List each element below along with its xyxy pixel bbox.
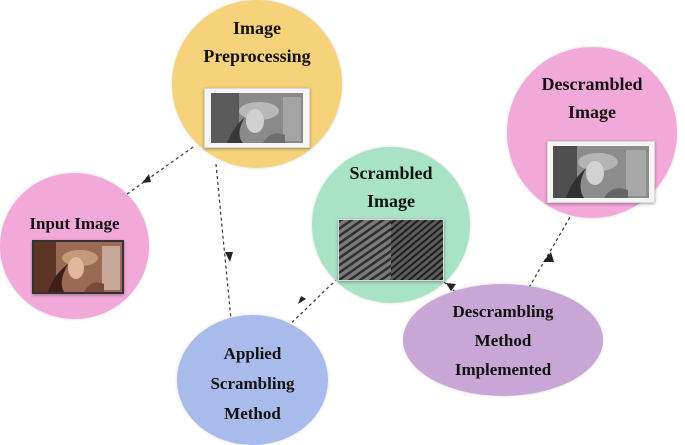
arrowhead-into-scrambling xyxy=(225,252,233,262)
grayscale-photo-icon xyxy=(547,141,655,203)
noise-pattern-icon xyxy=(338,219,444,281)
node-applied-scrambling-method-label: Applied Scrambling Method xyxy=(177,339,328,429)
edge-preprocessing-to-scrambling xyxy=(215,163,233,331)
preprocessing-line2: Preprocessing xyxy=(203,46,311,66)
node-input-image: Input Image xyxy=(0,173,149,319)
descrambled-line2: Image xyxy=(568,102,616,122)
arrowhead-into-scrambled xyxy=(298,296,306,304)
arrowhead-into-input xyxy=(142,174,151,183)
edge-preprocessing-to-input xyxy=(122,146,194,198)
descrambling-line2: Method xyxy=(474,331,532,350)
arrowhead-descrambling-start xyxy=(446,283,456,291)
scrambled-line2: Image xyxy=(367,191,415,211)
node-scrambled-image-label: Scrambled Image xyxy=(312,159,470,215)
scrambling-line3: Method xyxy=(224,404,281,423)
node-descrambled-image: Descrambled Image xyxy=(507,47,677,218)
descrambled-line1: Descrambled xyxy=(541,74,643,94)
scrambling-line2: Scrambling xyxy=(210,374,295,393)
scrambling-line1: Applied xyxy=(223,344,282,363)
node-descrambling-method-implemented-label: Descrambling Method Implemented xyxy=(403,297,603,384)
node-descrambling-method-implemented: Descrambling Method Implemented xyxy=(403,284,603,396)
preprocessing-line1: Image xyxy=(233,18,281,38)
node-image-preprocessing: Image Preprocessing xyxy=(172,0,342,168)
arrowhead-into-descrambled xyxy=(543,252,554,262)
scrambled-line1: Scrambled xyxy=(349,163,433,183)
descrambling-line1: Descrambling xyxy=(452,302,554,321)
color-photo-icon xyxy=(32,240,124,294)
descrambling-line3: Implemented xyxy=(454,360,552,379)
node-scrambled-image: Scrambled Image xyxy=(312,147,470,303)
node-input-image-label: Input Image xyxy=(29,214,120,233)
node-image-preprocessing-label: Image Preprocessing xyxy=(172,14,342,70)
node-applied-scrambling-method: Applied Scrambling Method xyxy=(177,315,328,445)
node-descrambled-image-label: Descrambled Image xyxy=(507,70,677,126)
grayscale-photo-icon xyxy=(204,88,310,148)
